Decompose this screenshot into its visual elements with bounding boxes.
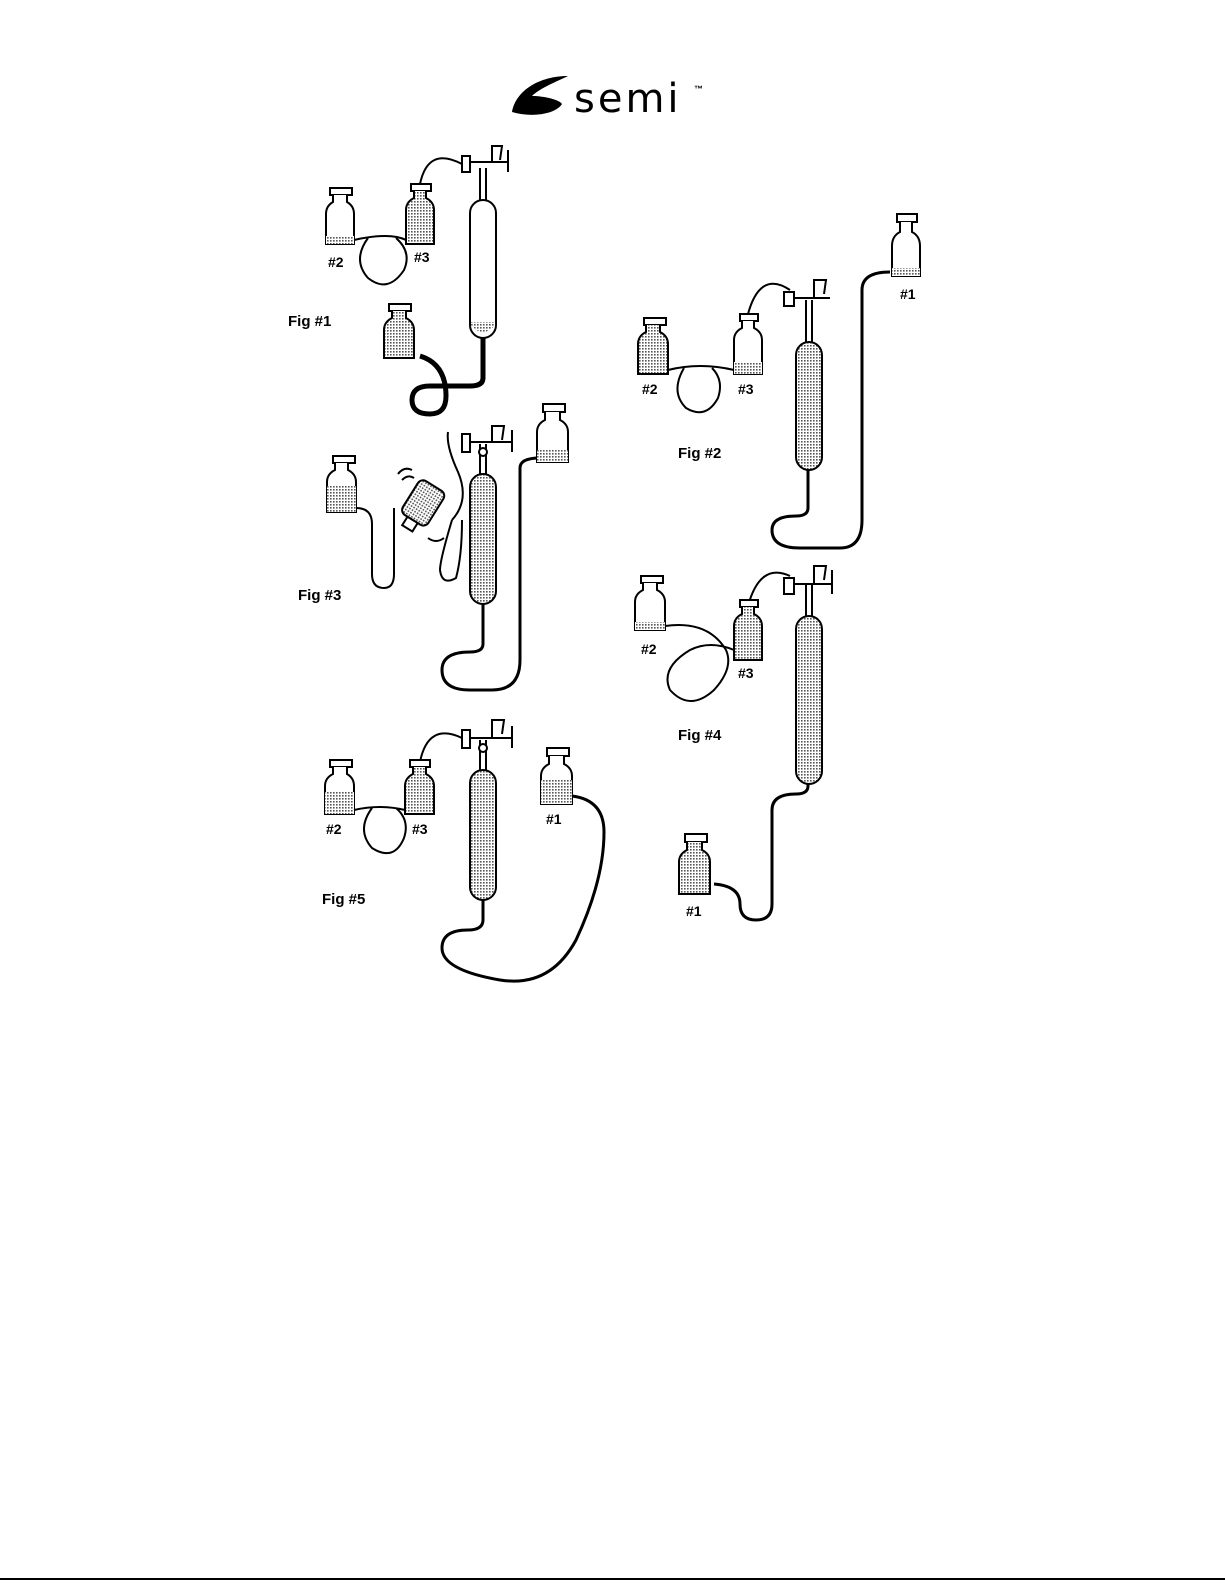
fig2-bottle-2-label: #2 <box>642 381 658 397</box>
logo-wordmark: semi <box>574 76 682 122</box>
fig1-buret-outlet <box>412 338 483 414</box>
fig3-bottle-right <box>537 404 568 462</box>
fig4-bottle-3 <box>734 600 762 660</box>
fig3-tilted-bottle <box>395 478 447 536</box>
fig4-bottle-2 <box>635 576 665 630</box>
semi-logo-swoosh-icon <box>512 76 568 115</box>
fig4-stopcock <box>784 566 832 594</box>
fig5-bottle-1-label: #1 <box>546 811 562 827</box>
footer-rule <box>0 1578 1225 1580</box>
fig3-side-tubing <box>440 432 463 581</box>
fig1-loop-tubing <box>354 236 407 284</box>
figure-1 <box>326 146 508 414</box>
fig4-label: Fig #4 <box>678 727 722 744</box>
fig5-label: Fig #5 <box>322 891 365 908</box>
fig5-bottle-3-label: #3 <box>412 821 428 837</box>
fig2-buret <box>796 342 822 470</box>
fig3-stopcock-hub <box>479 448 487 456</box>
fig2-bottle-1 <box>892 214 920 276</box>
fig3-label: Fig #3 <box>298 587 341 604</box>
fig4-buret-outlet <box>714 784 808 920</box>
fig3-bottle-left <box>327 456 356 512</box>
fig5-bottle-3 <box>405 760 434 814</box>
fig2-buret-outlet <box>772 272 890 548</box>
fig3-u-tubing <box>356 508 394 588</box>
fig1-bottle-2 <box>326 188 354 244</box>
figure-5 <box>325 720 604 981</box>
fig4-bottle-3-label: #3 <box>738 665 754 681</box>
fig5-top-tubing <box>420 733 462 762</box>
fig5-bottle-2-label: #2 <box>326 821 342 837</box>
fig5-bottle-2 <box>325 760 354 814</box>
semi-logo: semi ™ <box>512 76 703 122</box>
fig1-top-tubing <box>420 158 462 184</box>
fig4-loop-tubing <box>665 625 734 701</box>
fig2-buret-top-tube <box>806 300 812 342</box>
fig2-label: Fig #2 <box>678 445 721 462</box>
fig1-bottle-3 <box>406 184 434 244</box>
fig1-bottle-3-label: #3 <box>414 249 430 265</box>
fig1-lower-bottle <box>384 304 414 358</box>
fig2-bottle-3-label: #3 <box>738 381 754 397</box>
logo-trademark: ™ <box>694 84 703 94</box>
fig4-bottle-2-label: #2 <box>641 641 657 657</box>
fig5-bottle-1 <box>541 748 572 804</box>
fig1-buret <box>470 200 496 338</box>
fig1-label: Fig #1 <box>288 313 331 330</box>
fig4-bottle-1 <box>679 834 710 894</box>
figure-3 <box>327 404 568 690</box>
fig3-buret <box>470 474 496 604</box>
fig2-bottle-3 <box>734 314 762 374</box>
fig5-buret <box>470 770 496 900</box>
figure-4 <box>635 566 832 920</box>
fig4-buret <box>796 616 822 784</box>
fig4-bottle-1-label: #1 <box>686 903 702 919</box>
fig2-bottle-1-label: #1 <box>900 286 916 302</box>
fig5-loop-tubing <box>354 807 406 853</box>
fig5-stopcock-hub <box>479 744 487 752</box>
fig1-bottle-2-label: #2 <box>328 254 344 270</box>
fig2-bottle-2 <box>638 318 668 374</box>
fig5-buret-outlet <box>442 796 604 981</box>
figure-2 <box>638 214 920 548</box>
fig4-buret-top-tube <box>806 584 812 616</box>
fig1-buret-top-tube <box>480 168 486 200</box>
fig2-loop-tubing <box>668 366 734 412</box>
